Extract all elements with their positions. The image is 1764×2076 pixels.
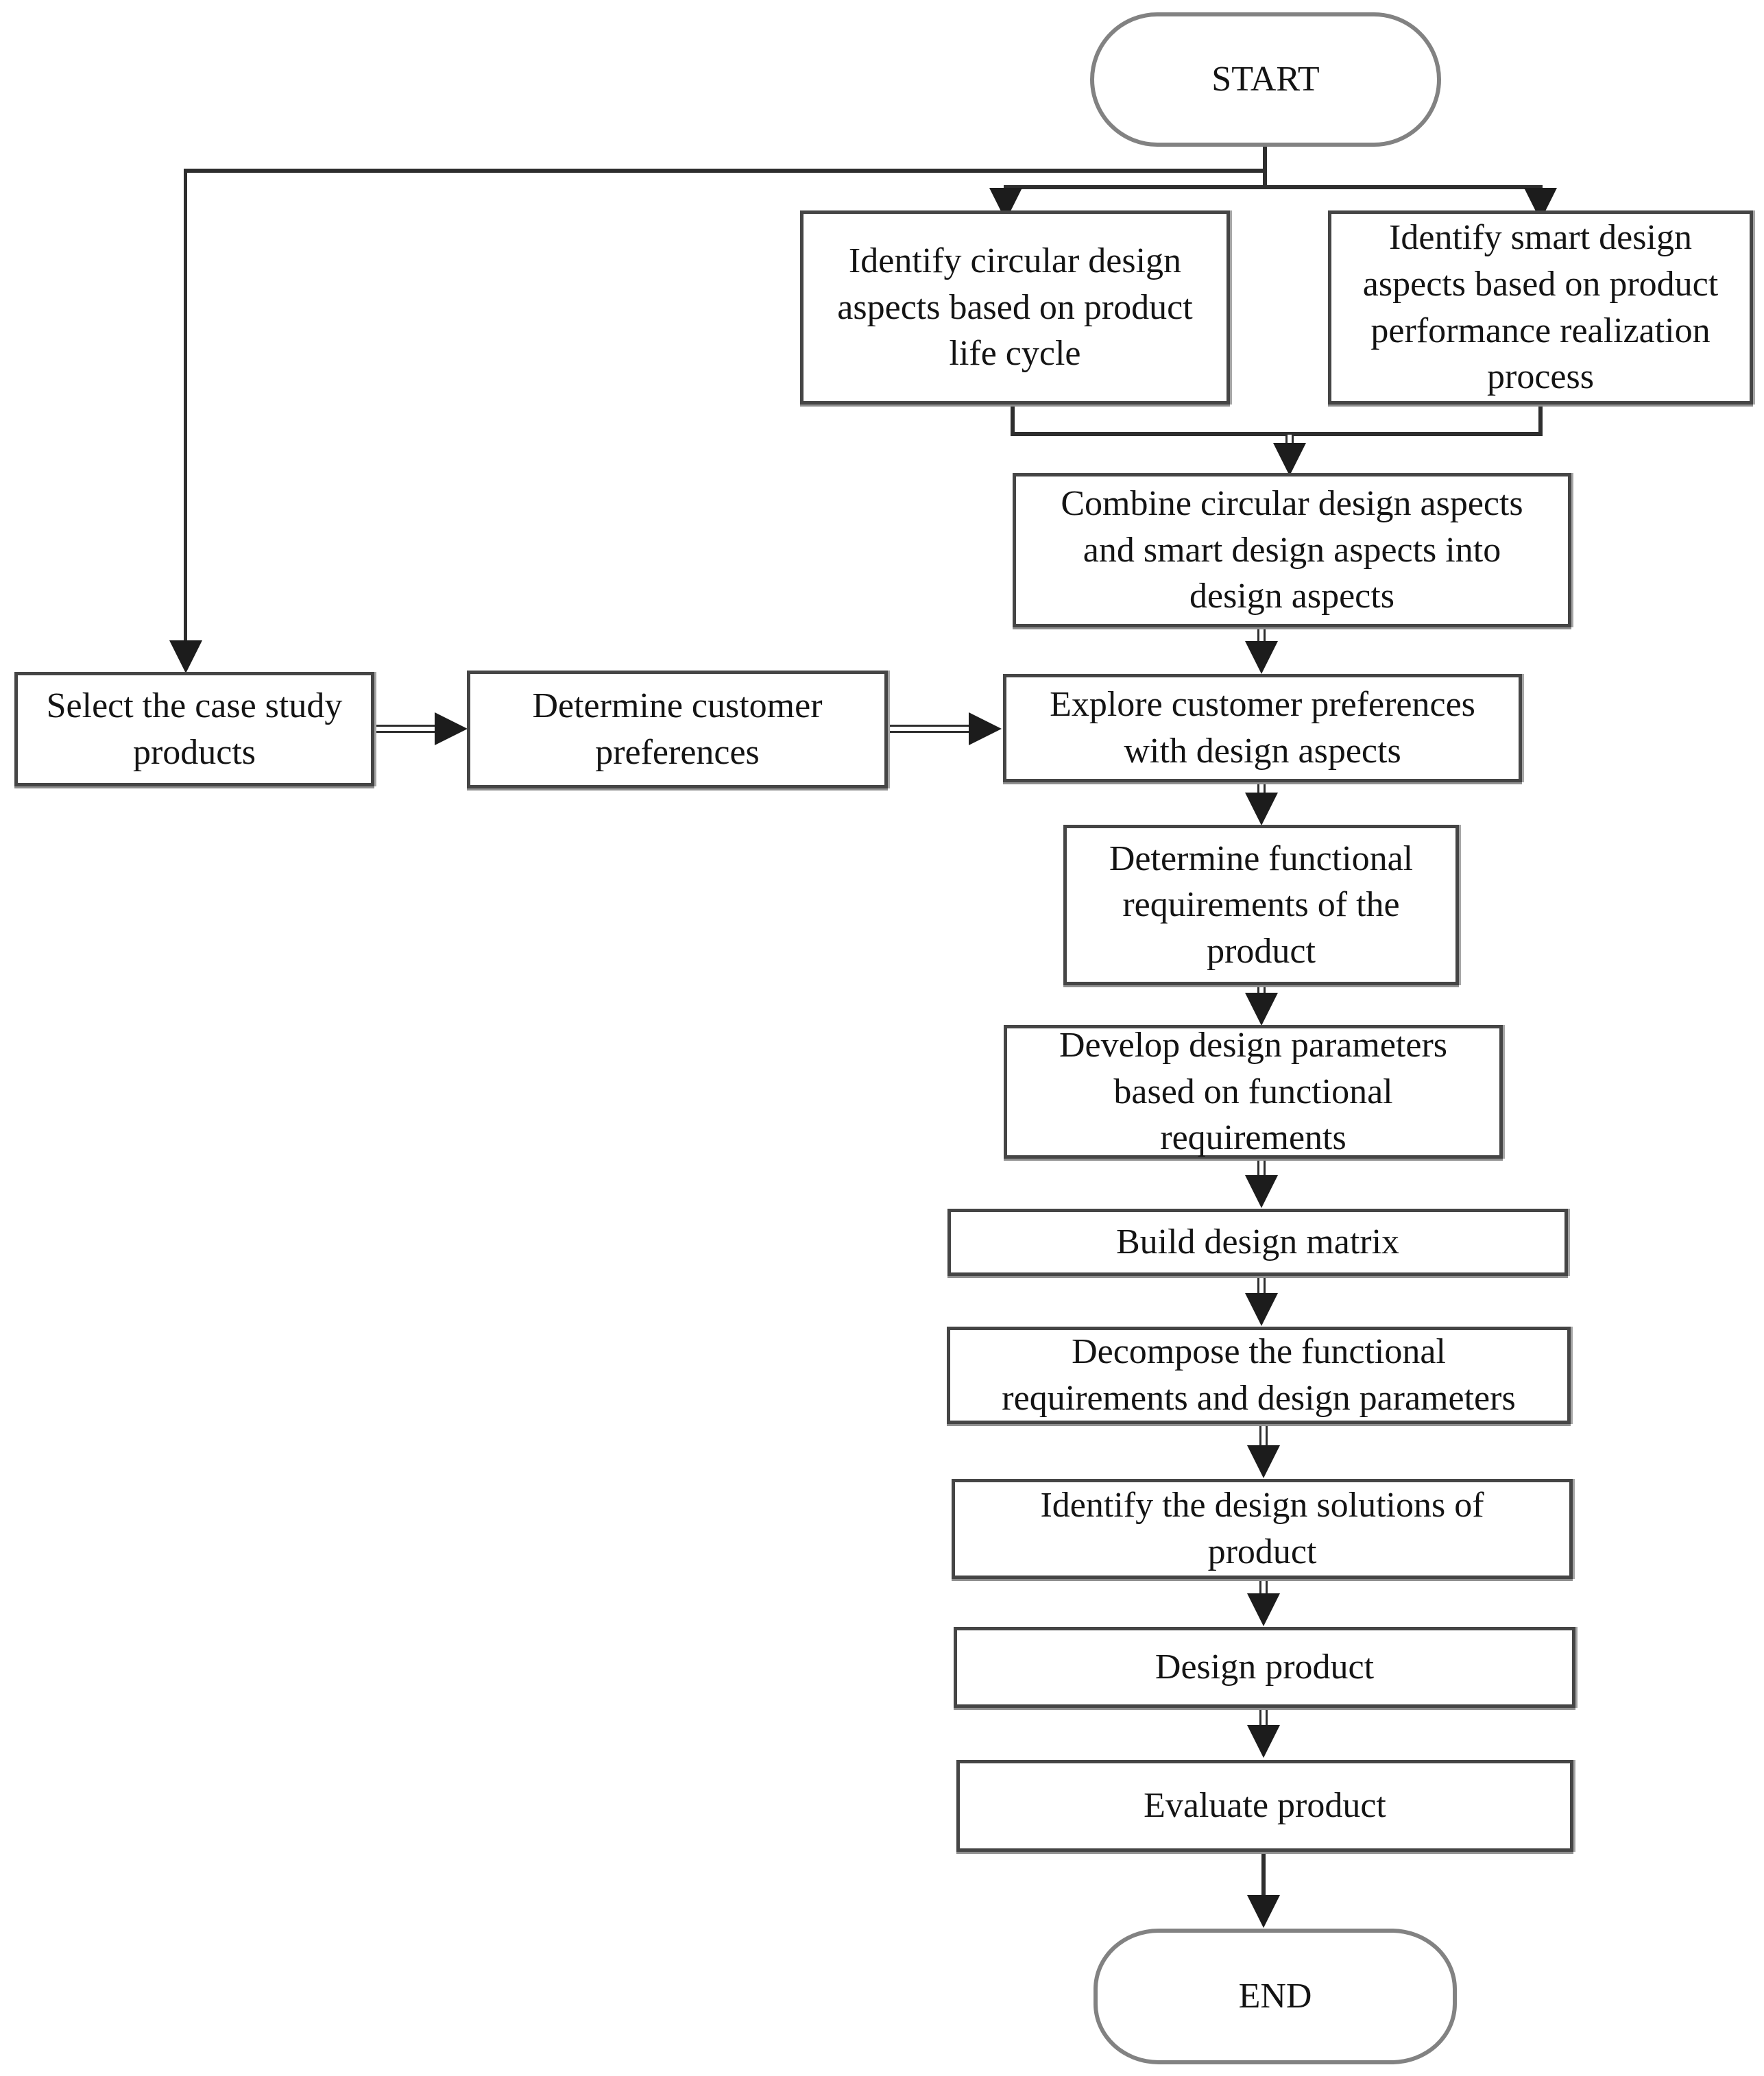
edge-decompose-to-solutions-shaft (1259, 1424, 1268, 1449)
edge-decompose-to-solutions-arrowhead (1247, 1445, 1280, 1478)
node-functional-req-box: Determine functional requirements of the… (1063, 825, 1459, 985)
node-select-case-label: Select the case study products (46, 686, 343, 772)
node-determine-customer-box: Determine customer preferences (467, 671, 888, 788)
edge-select-to-determine-arrowhead (435, 712, 468, 745)
node-end-terminator: END (1094, 1929, 1457, 2064)
node-design-product-label: Design product (1155, 1647, 1375, 1687)
edge-start-stem-line (1263, 145, 1267, 189)
edge-determine-to-explore-shaft (888, 725, 971, 733)
edge-start-distribution-hline (1004, 185, 1543, 189)
node-decompose-box: Decompose the functional requirements an… (947, 1327, 1571, 1424)
node-develop-dp-label: Develop design parameters based on funct… (1059, 1026, 1447, 1158)
node-start-terminator: START (1090, 12, 1441, 147)
node-build-matrix-box: Build design matrix (947, 1209, 1568, 1276)
node-evaluate-product-label: Evaluate product (1144, 1786, 1386, 1826)
edge-funcreq-to-develop-arrowhead (1245, 993, 1278, 1026)
edge-evaluate-to-end-arrowhead (1247, 1895, 1280, 1928)
edge-circular-to-merge-vline (1011, 403, 1015, 435)
edge-matrix-to-decompose-shaft (1257, 1275, 1266, 1296)
node-develop-dp-box: Develop design parameters based on funct… (1004, 1025, 1503, 1159)
node-decompose-label: Decompose the functional requirements an… (1002, 1332, 1516, 1418)
node-combine-label: Combine circular design aspects and smar… (1061, 484, 1523, 616)
edge-select-to-determine-shaft (374, 725, 439, 733)
edge-evaluate-to-end-line (1261, 1851, 1266, 1899)
edge-develop-to-matrix-arrowhead (1245, 1175, 1278, 1208)
node-identify-circular-box: Identify circular design aspects based o… (800, 210, 1230, 405)
node-combine-box: Combine circular design aspects and smar… (1013, 473, 1571, 627)
node-build-matrix-label: Build design matrix (1115, 1222, 1400, 1262)
node-evaluate-product-box: Evaluate product (956, 1760, 1573, 1852)
edge-start-to-select-vline (184, 169, 187, 642)
node-identify-solutions-box: Identify the design solutions of product (952, 1479, 1573, 1579)
edge-design-to-evaluate-arrowhead (1247, 1725, 1280, 1758)
node-select-case-box: Select the case study products (14, 672, 374, 786)
edge-start-to-select-arrowhead (169, 640, 202, 673)
node-determine-customer-label: Determine customer preferences (532, 686, 823, 772)
node-identify-solutions-label: Identify the design solutions of product (1040, 1486, 1484, 1571)
edge-start-to-select-hline (184, 169, 1267, 173)
edge-smart-to-merge-vline (1538, 403, 1543, 435)
node-functional-req-label: Determine functional requirements of the… (1109, 838, 1414, 971)
edge-merge-hline (1011, 432, 1543, 436)
edge-design-to-evaluate-shaft (1259, 1707, 1268, 1728)
node-start-label: START (1211, 60, 1320, 99)
edge-explore-to-funcreq-arrowhead (1245, 793, 1278, 825)
node-identify-smart-box: Identify smart design aspects based on p… (1328, 210, 1753, 405)
node-identify-smart-label: Identify smart design aspects based on p… (1362, 218, 1719, 397)
edge-merge-to-combine-arrowhead (1273, 443, 1306, 476)
edge-solutions-to-design-arrowhead (1247, 1593, 1280, 1626)
edge-solutions-to-design-shaft (1259, 1578, 1268, 1596)
edge-develop-to-matrix-shaft (1257, 1159, 1266, 1179)
node-end-label: END (1238, 1977, 1312, 2016)
node-explore-label: Explore customer preferences with design… (1050, 685, 1475, 771)
node-explore-box: Explore customer preferences with design… (1003, 674, 1522, 782)
edge-determine-to-explore-arrowhead (969, 712, 1002, 745)
node-identify-circular-label: Identify circular design aspects based o… (837, 241, 1193, 374)
edge-combine-to-explore-arrowhead (1245, 641, 1278, 674)
edge-combine-to-explore-shaft (1257, 626, 1266, 645)
edge-matrix-to-decompose-arrowhead (1245, 1293, 1278, 1326)
node-design-product-box: Design product (954, 1627, 1575, 1708)
